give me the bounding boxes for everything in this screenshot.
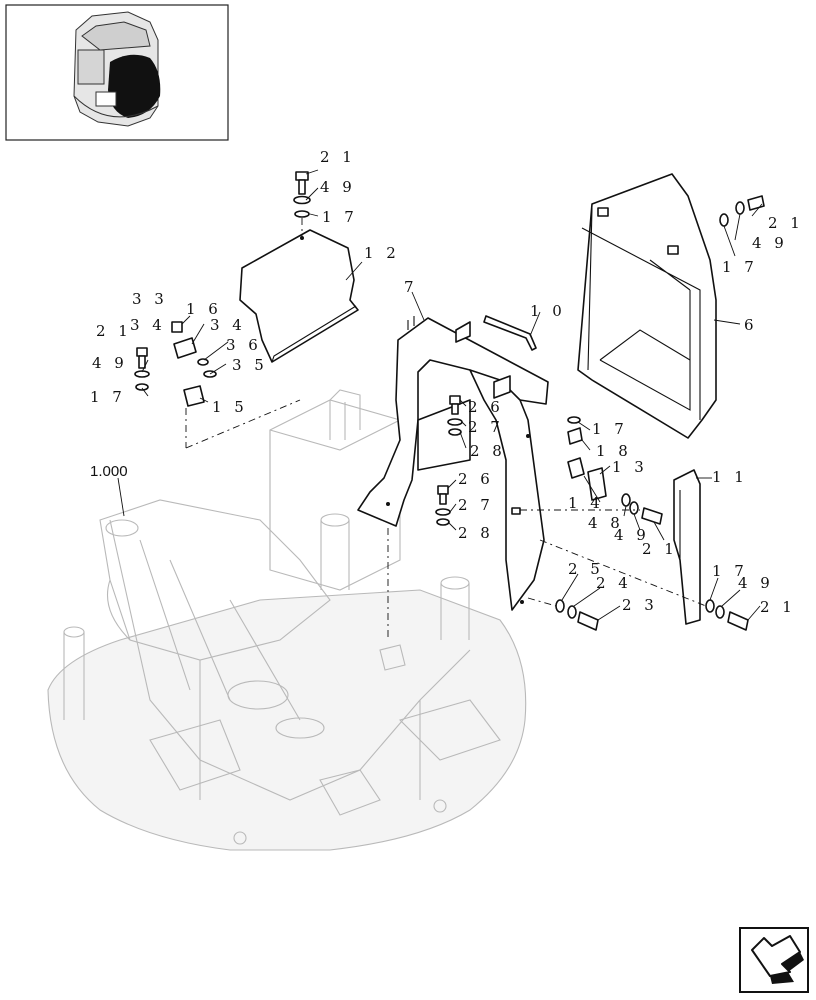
- callout-49: 4 9: [614, 526, 650, 544]
- callout-13: 1 3: [612, 458, 648, 476]
- callout-12: 1 2: [364, 244, 400, 262]
- callout-7: 7: [404, 278, 418, 296]
- callout-17: 1 7: [90, 388, 126, 406]
- callout-17: 1 7: [712, 562, 748, 580]
- side-panel-6: [577, 173, 717, 439]
- callout-49: 4 9: [320, 178, 356, 196]
- callout-28: 2 8: [470, 442, 506, 460]
- callout-18: 1 8: [596, 442, 632, 460]
- callout-21: 2 1: [760, 598, 796, 616]
- callout-23: 2 3: [622, 596, 658, 614]
- bolt-stack-right: [719, 195, 765, 227]
- callout-34: 3 4: [210, 316, 246, 334]
- guard-post-11: [673, 469, 701, 625]
- callout-labels: 2 1 4 9 1 7 1 2 3 3 1 6 3 4 3 4 3 6 3 5 …: [90, 148, 804, 616]
- callout-21: 2 1: [96, 322, 132, 340]
- next-page-arrow-icon[interactable]: [739, 927, 809, 993]
- callout-48: 4 8: [588, 514, 624, 532]
- callout-21: 2 1: [642, 540, 678, 558]
- callout-36: 3 6: [226, 336, 262, 354]
- callout-49: 4 9: [738, 574, 774, 592]
- callout-15: 1 5: [212, 398, 248, 416]
- callout-27: 2 7: [468, 418, 504, 436]
- callout-34: 3 4: [130, 316, 166, 334]
- callout-28: 2 8: [458, 524, 494, 542]
- callout-17: 1 7: [322, 208, 358, 226]
- callout-24: 2 4: [596, 574, 632, 592]
- callout-27: 2 7: [458, 496, 494, 514]
- bolt-stack-top: [293, 171, 311, 238]
- callout-17: 1 7: [592, 420, 628, 438]
- cab-thumbnail-icon: [5, 4, 229, 141]
- callout-16: 1 6: [186, 300, 222, 318]
- reference-label: 1.000: [90, 463, 128, 480]
- callout-49: 4 9: [92, 354, 128, 372]
- callout-26: 2 6: [468, 398, 504, 416]
- callout-10: 1 0: [530, 302, 566, 320]
- callout-17: 1 7: [722, 258, 758, 276]
- callout-35: 3 5: [232, 356, 268, 374]
- callout-11: 1 1: [712, 468, 748, 486]
- rod-10: [483, 315, 537, 351]
- callout-6: 6: [744, 316, 758, 334]
- callout-26: 2 6: [458, 470, 494, 488]
- latch-assembly-right: [520, 416, 663, 525]
- callout-49: 4 9: [752, 234, 788, 252]
- callout-14: 1 4: [568, 494, 604, 512]
- upper-frame-ghost: [47, 389, 527, 851]
- latch-assembly-left: [134, 321, 301, 449]
- callout-21: 2 1: [768, 214, 804, 232]
- cab-support-bracket-7: [357, 316, 549, 611]
- callout-25: 2 5: [568, 560, 604, 578]
- bolt-stack-center-upper: [447, 395, 463, 436]
- callout-33: 3 3: [132, 290, 168, 308]
- cover-plate-12: [239, 229, 359, 363]
- bolt-stack-center-lower: [387, 485, 451, 640]
- leader-lines: [117, 169, 763, 621]
- bolt-stack-lower-right: [539, 539, 749, 631]
- bolt-stack-lower-center: [527, 597, 599, 631]
- callout-21: 2 1: [320, 148, 356, 166]
